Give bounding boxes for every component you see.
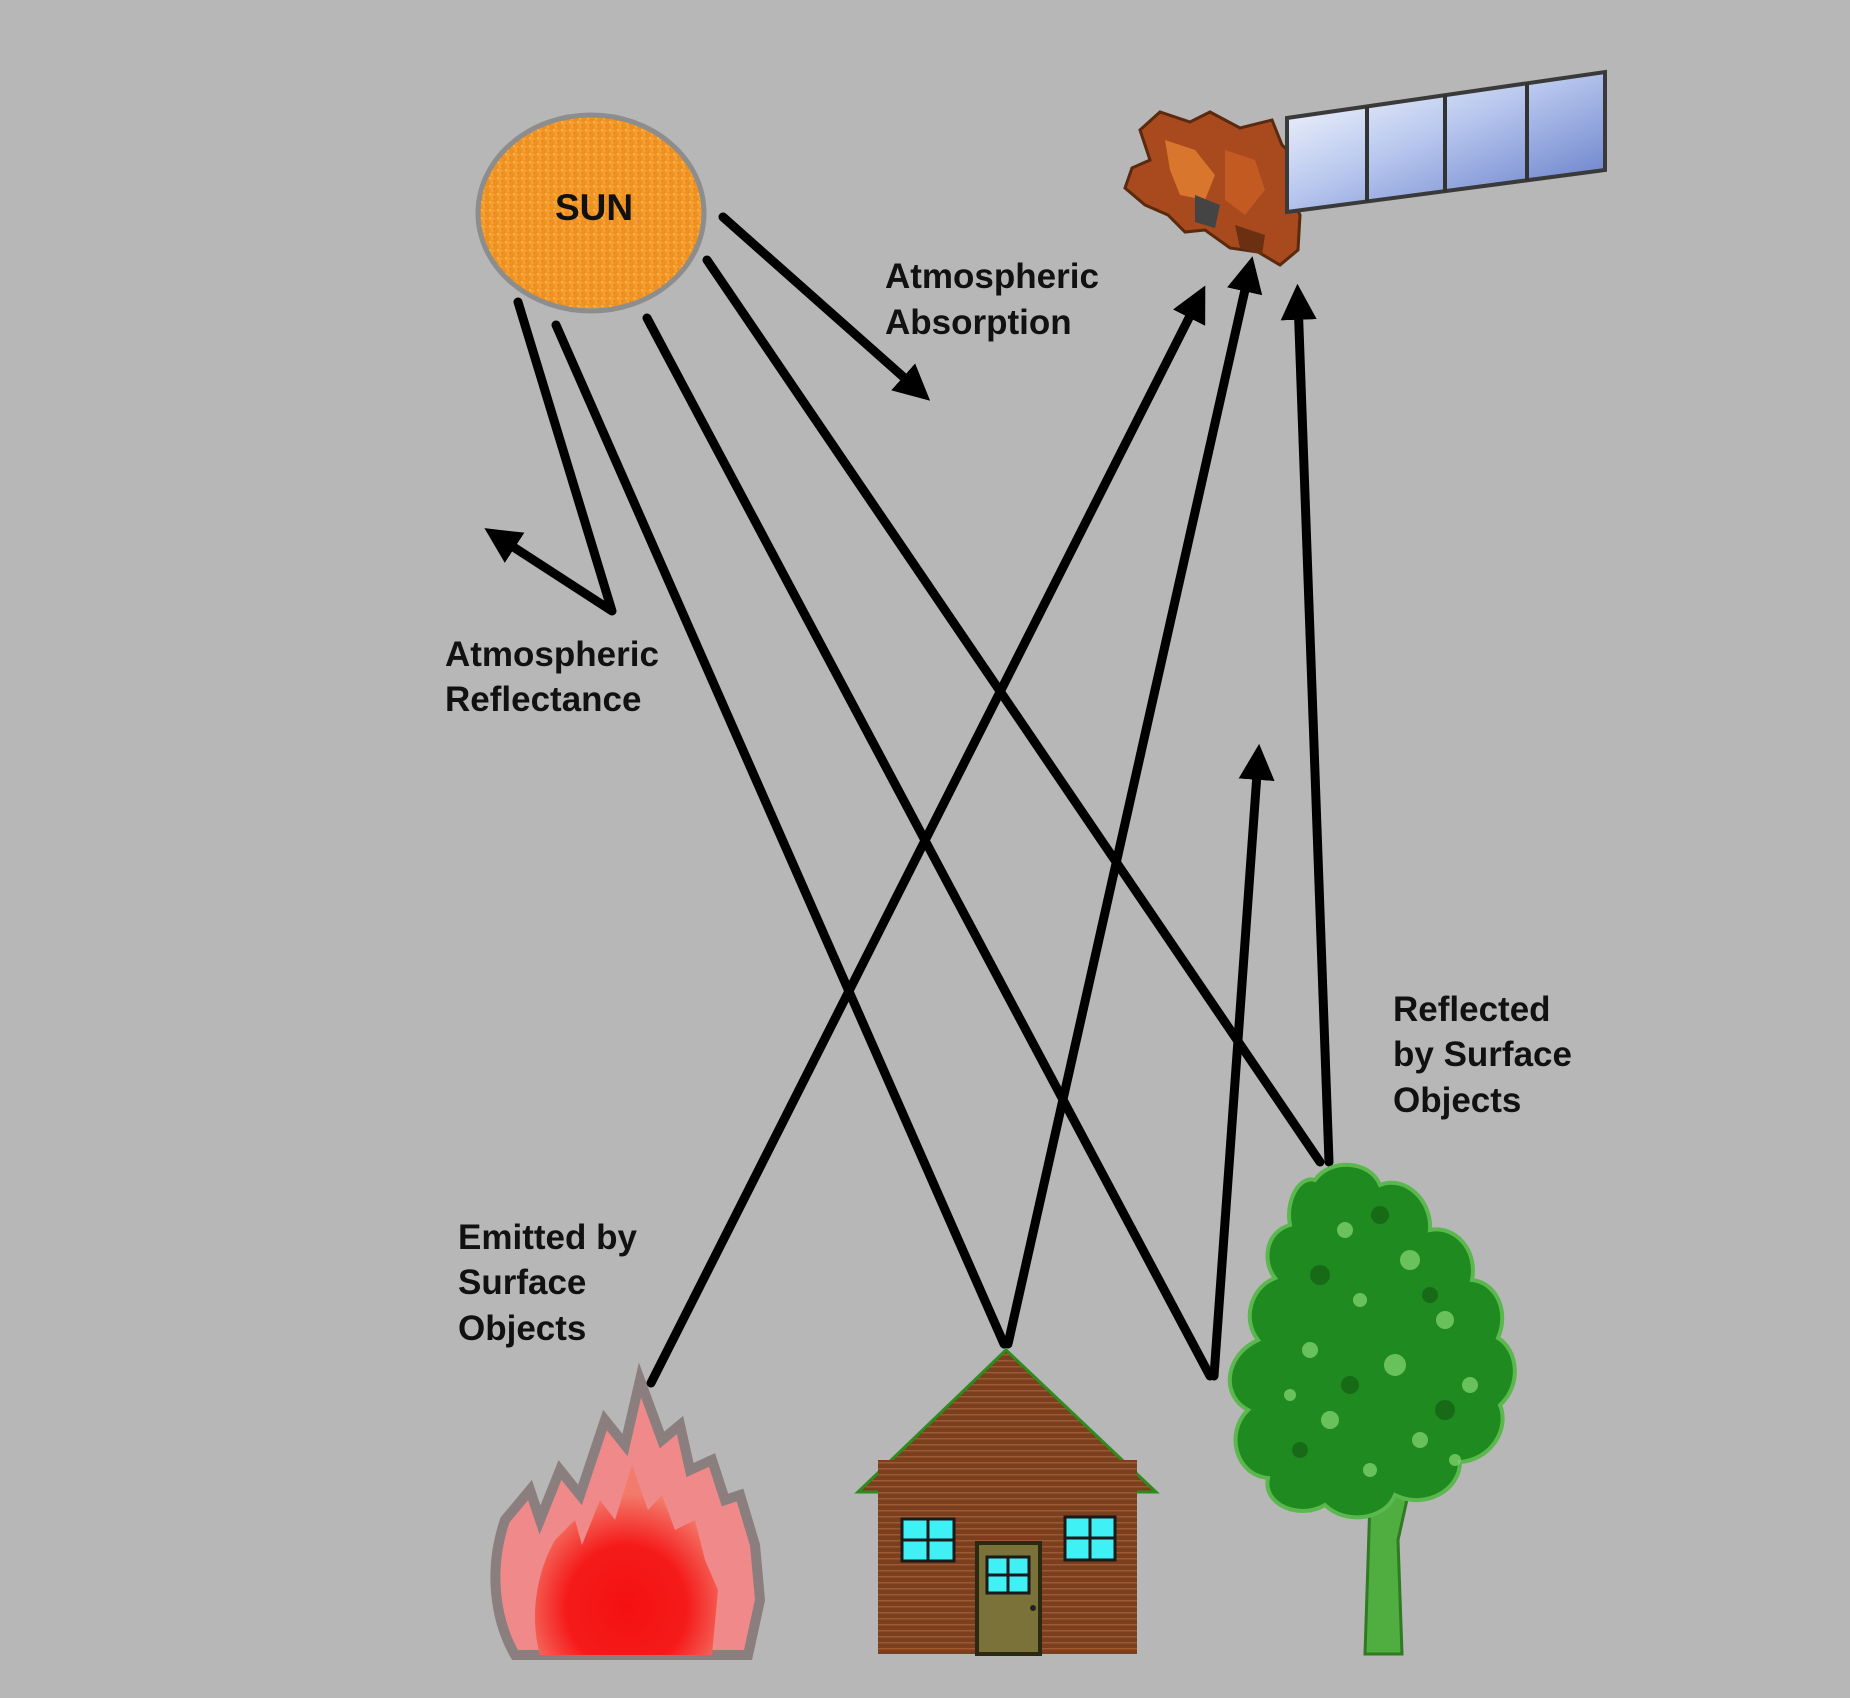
emitted-label-line2: Surface — [458, 1263, 586, 1302]
reflectance-label-line1: Atmospheric — [445, 635, 659, 674]
reflected-label-line2: by Surface — [1393, 1035, 1572, 1074]
absorption-label: Atmospheric Absorption — [885, 257, 1099, 342]
radiation-arrows — [484, 212, 1334, 1388]
sun-to-tree-ray-1 — [642, 313, 1215, 1381]
satellite-icon — [1123, 69, 1607, 267]
house-icon — [854, 1347, 1160, 1656]
reflected-label: Reflected by Surface Objects — [1393, 990, 1572, 1120]
tree-reflection-ray-1 — [1209, 743, 1275, 1381]
reflected-label-line3: Objects — [1393, 1081, 1521, 1120]
sun-icon — [475, 112, 707, 314]
reflectance-arrow — [484, 297, 617, 616]
absorption-label-line1: Atmospheric — [885, 257, 1099, 296]
emitted-label-line3: Objects — [458, 1309, 586, 1348]
sun-to-house-ray — [551, 320, 1009, 1349]
absorption-label-line2: Absorption — [885, 303, 1072, 342]
house-reflection-ray — [1003, 256, 1263, 1349]
sun-label: SUN — [555, 187, 633, 228]
absorption-arrow — [718, 212, 931, 401]
emitted-label: Emitted by Surface Objects — [458, 1218, 637, 1348]
reflected-label-line1: Reflected — [1393, 990, 1551, 1029]
fire-icon — [490, 1362, 766, 1660]
tree-icon — [1227, 1162, 1517, 1656]
reflectance-label-line2: Reflectance — [445, 680, 641, 719]
tree-reflection-ray-2 — [1280, 283, 1334, 1167]
reflectance-label: Atmospheric Reflectance — [445, 635, 659, 719]
sun-to-tree-ray-2 — [702, 255, 1325, 1167]
fire-emission-ray — [646, 285, 1206, 1388]
emitted-label-line1: Emitted by — [458, 1218, 637, 1257]
